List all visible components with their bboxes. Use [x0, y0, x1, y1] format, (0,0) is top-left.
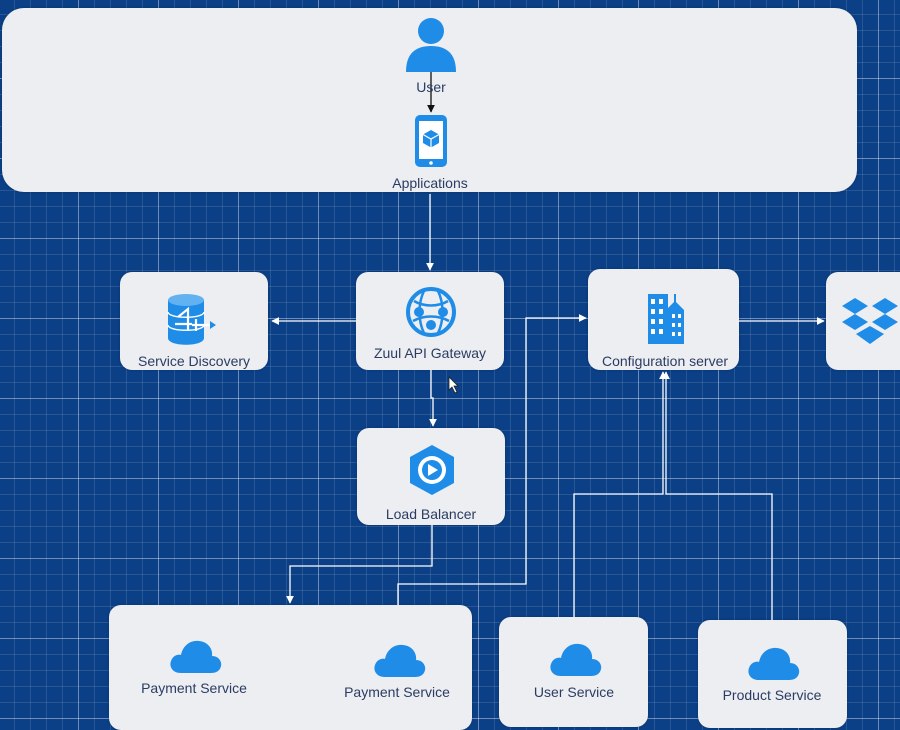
buildings-icon [648, 294, 684, 344]
user-label: User [416, 79, 446, 95]
applications-label: Applications [392, 175, 468, 191]
user-service-label: User Service [533, 684, 615, 700]
mobile-app-icon [415, 115, 447, 167]
edge-gateway-to-loadbalancer [429, 370, 437, 427]
edge-userservice-to-config [573, 371, 667, 617]
edge-payment-to-config [397, 314, 587, 605]
service-discovery-label: Service Discovery [137, 353, 251, 369]
load-balancer-icon [410, 445, 454, 495]
cloud-icon [170, 640, 222, 673]
config-server-label: Configuration server [601, 353, 729, 369]
mouse-cursor-icon [448, 376, 459, 394]
payment-service-1-label: Payment Service [141, 680, 247, 696]
load-balancer-label: Load Balancer [385, 506, 477, 522]
database-icon [167, 294, 216, 345]
edge-loadbalancer-to-payment [286, 525, 433, 604]
cloud-icon [374, 644, 426, 677]
zuul-gateway-label: Zuul API Gateway [373, 345, 487, 361]
globe-network-icon [406, 287, 456, 337]
edge-productservice-to-config [662, 371, 773, 620]
payment-service-2-label: Payment Service [344, 684, 450, 700]
cloud-icon [748, 647, 800, 680]
product-service-label: Product Service [722, 687, 822, 703]
cloud-icon [550, 643, 602, 676]
user-icon [406, 18, 456, 72]
dropbox-icon [842, 298, 898, 344]
